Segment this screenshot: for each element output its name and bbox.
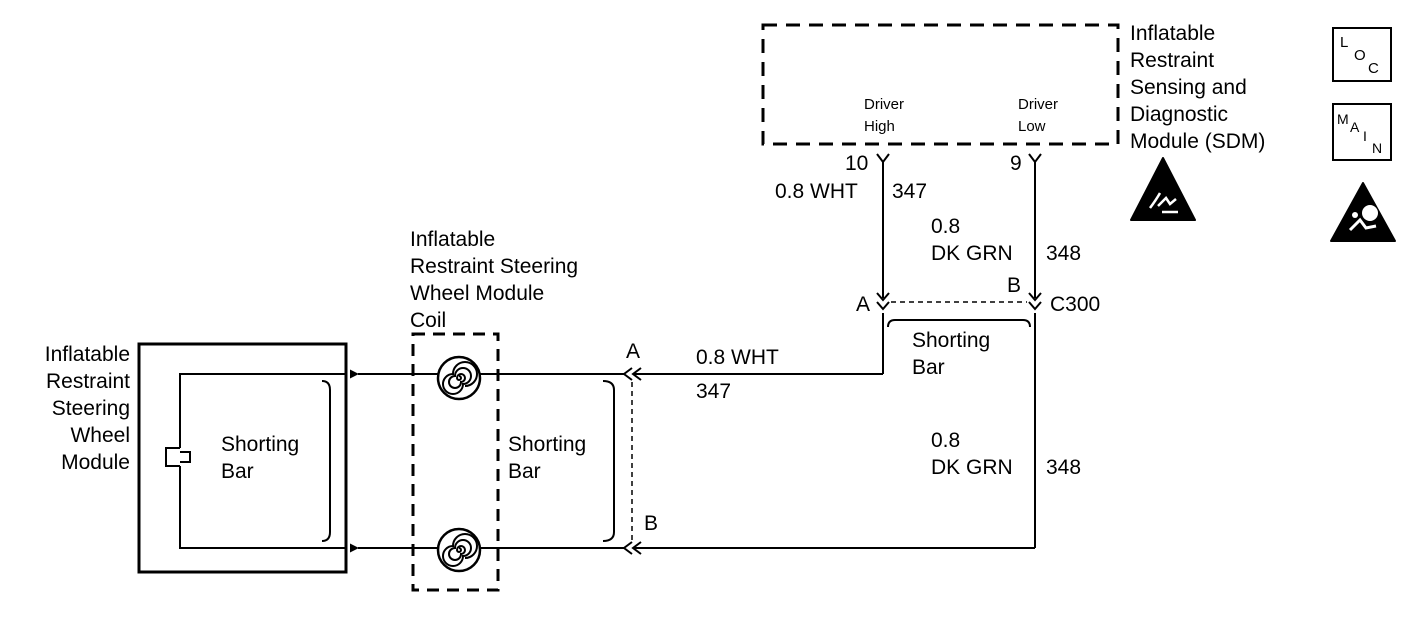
coil-spiral-icon-lower xyxy=(436,527,482,573)
loc-icon-letter-c: C xyxy=(1368,60,1379,77)
module-label-line-5: Module xyxy=(61,451,130,474)
connector-c300: A B C300 Shorting Bar xyxy=(856,274,1100,379)
module-shorting-bar-label-1: Shorting xyxy=(221,433,299,456)
c300-pin-a-label: A xyxy=(856,293,870,316)
sdm-label-line-5: Module (SDM) xyxy=(1130,130,1265,153)
sdm-pin-low-label-1: Driver xyxy=(1018,96,1058,113)
squib-icon xyxy=(165,447,191,467)
main-icon-letter-a: A xyxy=(1350,119,1360,135)
wire-348-lower-color: DK GRN xyxy=(931,456,1013,479)
coil-wires xyxy=(349,369,624,553)
main-icon-letter-m: M xyxy=(1337,111,1349,127)
loc-icon-letter-o: O xyxy=(1354,47,1366,64)
sdm-pin-9-number: 9 xyxy=(1010,152,1022,175)
sdm-pin-high-label-1: Driver xyxy=(864,96,904,113)
module-label-line-3: Steering xyxy=(52,397,130,420)
module-label-line-2: Restraint xyxy=(46,370,130,393)
wire-347-lower-circuit: 347 xyxy=(696,380,731,403)
coil-label: Inflatable Restraint Steering Wheel Modu… xyxy=(410,228,578,332)
sdm-label-line-4: Diagnostic xyxy=(1130,103,1228,126)
coil-label-line-2: Restraint Steering xyxy=(410,255,578,278)
coil-spiral-icon-upper xyxy=(436,355,482,401)
sdm-pin-9-terminal: 9 xyxy=(1010,152,1042,175)
c300-name-label: C300 xyxy=(1050,293,1100,316)
wire-348 xyxy=(634,162,1036,549)
main-icon: M A I N xyxy=(1332,103,1392,161)
sdm-label-line-2: Restraint xyxy=(1130,49,1214,72)
coil-connector xyxy=(602,367,642,555)
wire-347-lower-gauge: 0.8 WHT xyxy=(696,346,779,369)
wire-347-upper-gauge: 0.8 WHT xyxy=(775,180,858,203)
wire-348-upper-color: DK GRN xyxy=(931,242,1013,265)
esd-warning-icon xyxy=(1130,157,1196,221)
wire-348-upper-circuit: 348 xyxy=(1046,242,1081,265)
module-label-line-1: Inflatable xyxy=(45,343,130,366)
sdm-module: Driver High Driver Low xyxy=(761,23,1120,146)
coil-shorting-bar-label-2: Bar xyxy=(508,460,541,483)
loc-icon: L O C xyxy=(1332,27,1392,82)
coil-shorting-bar-label-1: Shorting xyxy=(508,433,586,456)
main-icon-letter-i: I xyxy=(1363,128,1367,144)
module-label-line-4: Wheel xyxy=(70,424,130,447)
module-shorting-bar xyxy=(321,380,331,542)
sdm-pin-high-label-2: High xyxy=(864,118,895,135)
wire-348-lower-circuit: 348 xyxy=(1046,456,1081,479)
c300-pin-b-label: B xyxy=(1007,274,1021,297)
c300-shorting-bar-label-2: Bar xyxy=(912,356,945,379)
sdm-label-line-1: Inflatable xyxy=(1130,22,1215,45)
coil-pin-a-label: A xyxy=(626,340,640,363)
coil-shorting-bar xyxy=(602,380,615,542)
wire-348-upper-gauge: 0.8 xyxy=(931,215,960,238)
steering-wheel-coil xyxy=(411,332,500,592)
wire-347 xyxy=(634,162,884,375)
loc-icon-letter-l: L xyxy=(1340,34,1348,51)
module-label: Inflatable Restraint Steering Wheel Modu… xyxy=(45,343,130,474)
wire-347-upper-circuit: 347 xyxy=(892,180,927,203)
module-shorting-bar-label-2: Bar xyxy=(221,460,254,483)
steering-wheel-module: Shorting Bar xyxy=(137,342,348,574)
main-icon-letter-n: N xyxy=(1372,140,1382,156)
coil-label-line-1: Inflatable xyxy=(410,228,495,251)
coil-label-line-3: Wheel Module xyxy=(410,282,544,305)
c300-shorting-bar-label-1: Shorting xyxy=(912,329,990,352)
sdm-pin-10-number: 10 xyxy=(845,152,868,175)
coil-label-line-4: Coil xyxy=(410,309,446,332)
wire-348-lower-gauge: 0.8 xyxy=(931,429,960,452)
c300-shorting-bar xyxy=(887,319,1031,328)
coil-pin-b-label: B xyxy=(644,512,658,535)
airbag-warning-icon xyxy=(1330,182,1396,242)
sdm-label-line-3: Sensing and xyxy=(1130,76,1247,99)
sdm-pin-low-label-2: Low xyxy=(1018,118,1046,135)
sdm-label: Inflatable Restraint Sensing and Diagnos… xyxy=(1130,22,1265,153)
